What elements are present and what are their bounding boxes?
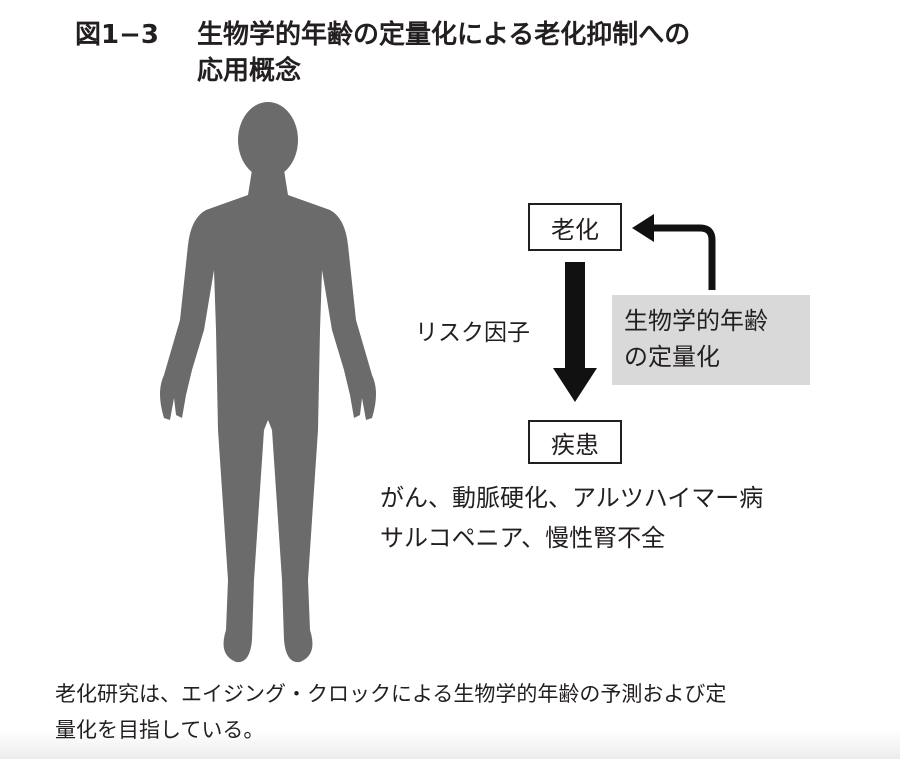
biological-age-line-2: の定量化 (624, 343, 720, 371)
disease-list-line-2: サルコペニア、慢性腎不全 (380, 524, 666, 552)
figure-title: 図1−3 生物学的年齢の定量化による老化抑制への (75, 14, 690, 51)
risk-factor-label: リスク因子 (415, 320, 530, 346)
down-arrow (553, 262, 597, 402)
title-line-1: 生物学的年齢の定量化による老化抑制への (197, 20, 691, 50)
disease-list-line-1: がん、動脈硬化、アルツハイマー病 (380, 484, 764, 512)
elbow-arrow (632, 214, 716, 290)
biological-age-box: 生物学的年齢 の定量化 (612, 295, 810, 385)
bottom-fade (0, 731, 900, 759)
figure-number: 図1−3 (75, 20, 159, 50)
caption: 老化研究は、エイジング・クロックによる生物学的年齢の予測および定 量化を目指して… (55, 676, 726, 748)
biological-age-line-1: 生物学的年齢 (624, 307, 768, 335)
title-line-2: 応用概念 (197, 56, 302, 86)
caption-line-2: 量化を目指している。 (55, 718, 265, 742)
caption-line-1: 老化研究は、エイジング・クロックによる生物学的年齢の予測および定 (55, 682, 727, 706)
human-silhouette (160, 102, 376, 663)
disease-box: 疾患 (528, 420, 622, 464)
aging-box: 老化 (528, 203, 622, 251)
disease-list: がん、動脈硬化、アルツハイマー病 サルコペニア、慢性腎不全 (380, 478, 763, 558)
